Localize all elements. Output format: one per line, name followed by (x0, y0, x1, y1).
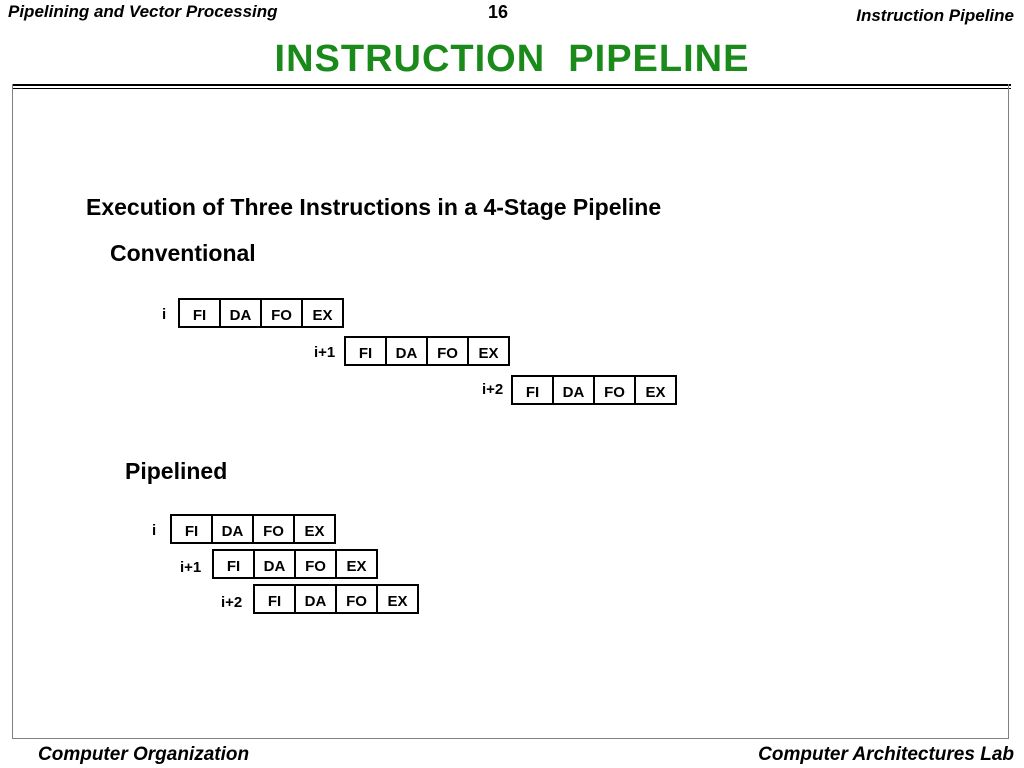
conventional-stage-fo: FO (271, 307, 292, 324)
pipelined-stage-fo: FO (346, 593, 367, 610)
stage-border (334, 514, 336, 544)
pipelined-stage-da: DA (263, 558, 286, 575)
stage-border (294, 584, 296, 614)
stage-border (252, 514, 254, 544)
header-section-title: Instruction Pipeline (856, 6, 1014, 25)
stage-border (342, 298, 344, 328)
stage-border (335, 584, 337, 614)
pipelined-stage-ex: EX (304, 523, 325, 540)
conventional-stage-fo: FO (604, 384, 625, 401)
pipelined-row-label: i+1 (180, 559, 202, 576)
stage-border (178, 298, 180, 328)
conventional-stage-fi: FI (358, 345, 373, 362)
conventional-row-label: i+1 (314, 344, 336, 361)
stage-border (335, 549, 337, 579)
pipelined-label: Pipelined (125, 458, 228, 484)
pipelined-stage-da: DA (304, 593, 327, 610)
stage-border (344, 336, 346, 366)
stage-border (675, 375, 677, 405)
pipelined-stage-ex: EX (346, 558, 367, 575)
footer-lab: Computer Architectures Lab (758, 744, 1014, 765)
stage-border (417, 584, 419, 614)
pipelined-stage-fi: FI (267, 593, 282, 610)
stage-border (376, 549, 378, 579)
conventional-stage-da: DA (229, 307, 252, 324)
stage-border (385, 336, 387, 366)
stage-border (301, 298, 303, 328)
pipelined-stage-fo: FO (263, 523, 284, 540)
pipelined-row-label: i (152, 522, 157, 539)
stage-border (634, 375, 636, 405)
conventional-stage-ex: EX (645, 384, 666, 401)
stage-border (508, 336, 510, 366)
conventional-stage-fi: FI (525, 384, 540, 401)
header-course-title: Pipelining and Vector Processing (8, 2, 278, 21)
stage-border (253, 549, 255, 579)
conventional-stage-ex: EX (478, 345, 499, 362)
pipelined-stage-da: DA (221, 523, 244, 540)
footer-course: Computer Organization (38, 744, 250, 765)
stage-border (170, 514, 172, 544)
conventional-row-label: i+2 (482, 381, 504, 398)
stage-border (552, 375, 554, 405)
stage-border (219, 298, 221, 328)
pipelined-stage-fi: FI (226, 558, 241, 575)
pipelined-stage-fi: FI (184, 523, 199, 540)
stage-border (467, 336, 469, 366)
slide-title: INSTRUCTION PIPELINE (274, 38, 750, 80)
pipelined-stage-ex: EX (387, 593, 408, 610)
conventional-stage-ex: EX (312, 307, 333, 324)
conventional-stage-da: DA (395, 345, 418, 362)
stage-border (376, 584, 378, 614)
stage-border (260, 298, 262, 328)
conventional-stage-fi: FI (192, 307, 207, 324)
stage-border (426, 336, 428, 366)
conventional-row-label: i (162, 306, 167, 323)
conventional-label: Conventional (110, 240, 256, 266)
stage-border (511, 375, 513, 405)
conventional-stage-da: DA (562, 384, 585, 401)
stage-border (211, 514, 213, 544)
stage-border (294, 549, 296, 579)
stage-border (212, 549, 214, 579)
title-rule (12, 84, 1011, 86)
pipelined-stage-fo: FO (305, 558, 326, 575)
diagram-heading: Execution of Three Instructions in a 4-S… (86, 194, 662, 220)
stage-border (593, 375, 595, 405)
conventional-stage-fo: FO (437, 345, 458, 362)
stage-border (293, 514, 295, 544)
stage-border (253, 584, 255, 614)
title-rule-thin (12, 88, 1011, 89)
pipelined-row-label: i+2 (221, 594, 243, 611)
slide-frame (12, 84, 1009, 739)
page-number: 16 (488, 2, 509, 22)
